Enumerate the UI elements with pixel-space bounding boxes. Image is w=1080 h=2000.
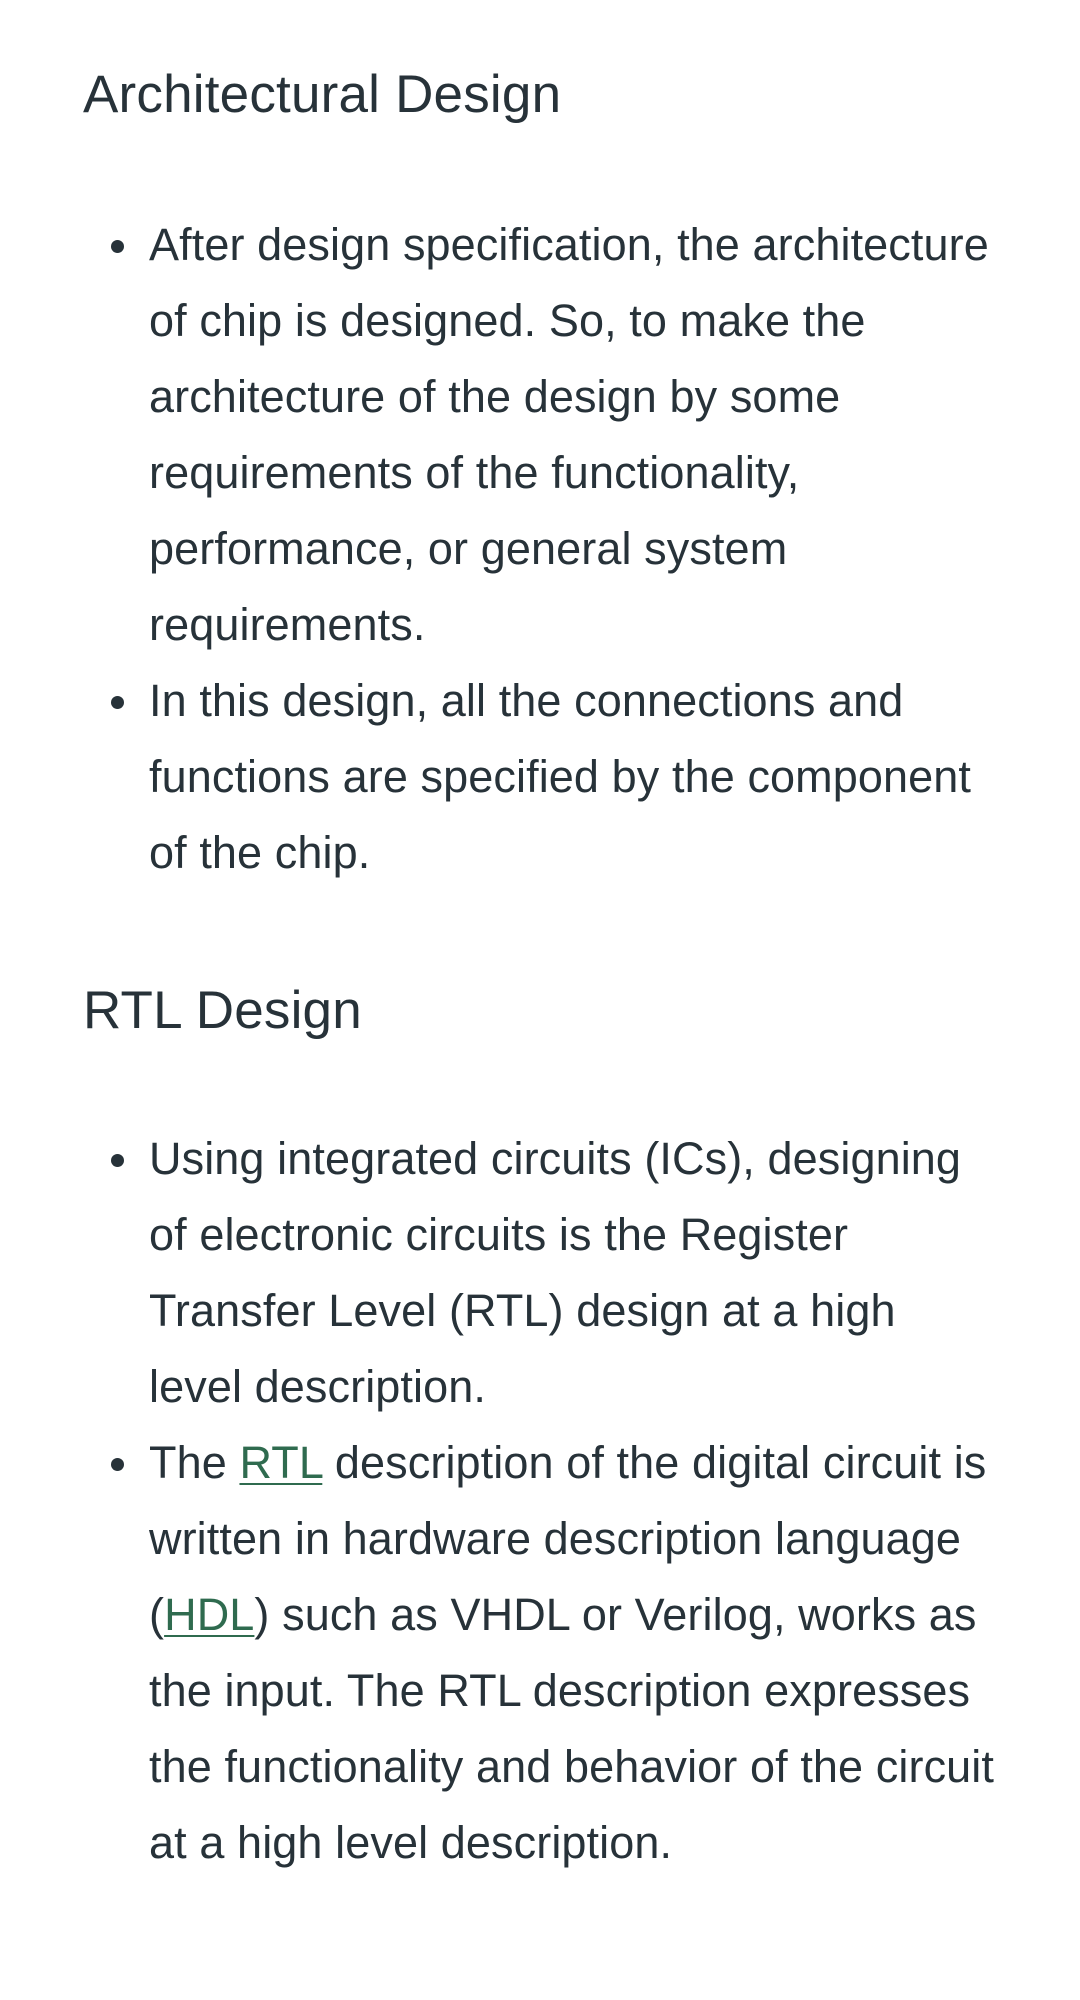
architectural-design-list: After design specification, the architec… [83,207,997,891]
bullet-icon [111,240,124,253]
list-item-text-part: ) such as VHDL or Verilog, works as the … [149,1589,994,1868]
list-item-text: In this design, all the connections and … [149,675,971,878]
list-item-text-part: The [149,1437,240,1488]
bullet-icon [111,1154,124,1167]
section-heading-rtl-design: RTL Design [83,981,362,1040]
section-spacer [83,891,997,979]
list-item: The RTL description of the digital circu… [111,1425,997,1881]
list-item-text-part: description of the digital circuit is wr… [149,1437,987,1640]
list-item: After design specification, the architec… [111,207,997,663]
hdl-link[interactable]: HDL [164,1589,255,1640]
list-item: Using integrated circuits (ICs), designi… [111,1121,997,1425]
list-item-text: After design specification, the architec… [149,219,989,650]
list-item: In this design, all the connections and … [111,663,997,891]
bullet-icon [111,696,124,709]
bullet-icon [111,1458,124,1471]
section-heading-architectural-design: Architectural Design [83,65,562,124]
rtl-link[interactable]: RTL [239,1437,323,1488]
list-item-text: Using integrated circuits (ICs), designi… [149,1133,962,1412]
rtl-design-list: Using integrated circuits (ICs), designi… [83,1121,997,1881]
